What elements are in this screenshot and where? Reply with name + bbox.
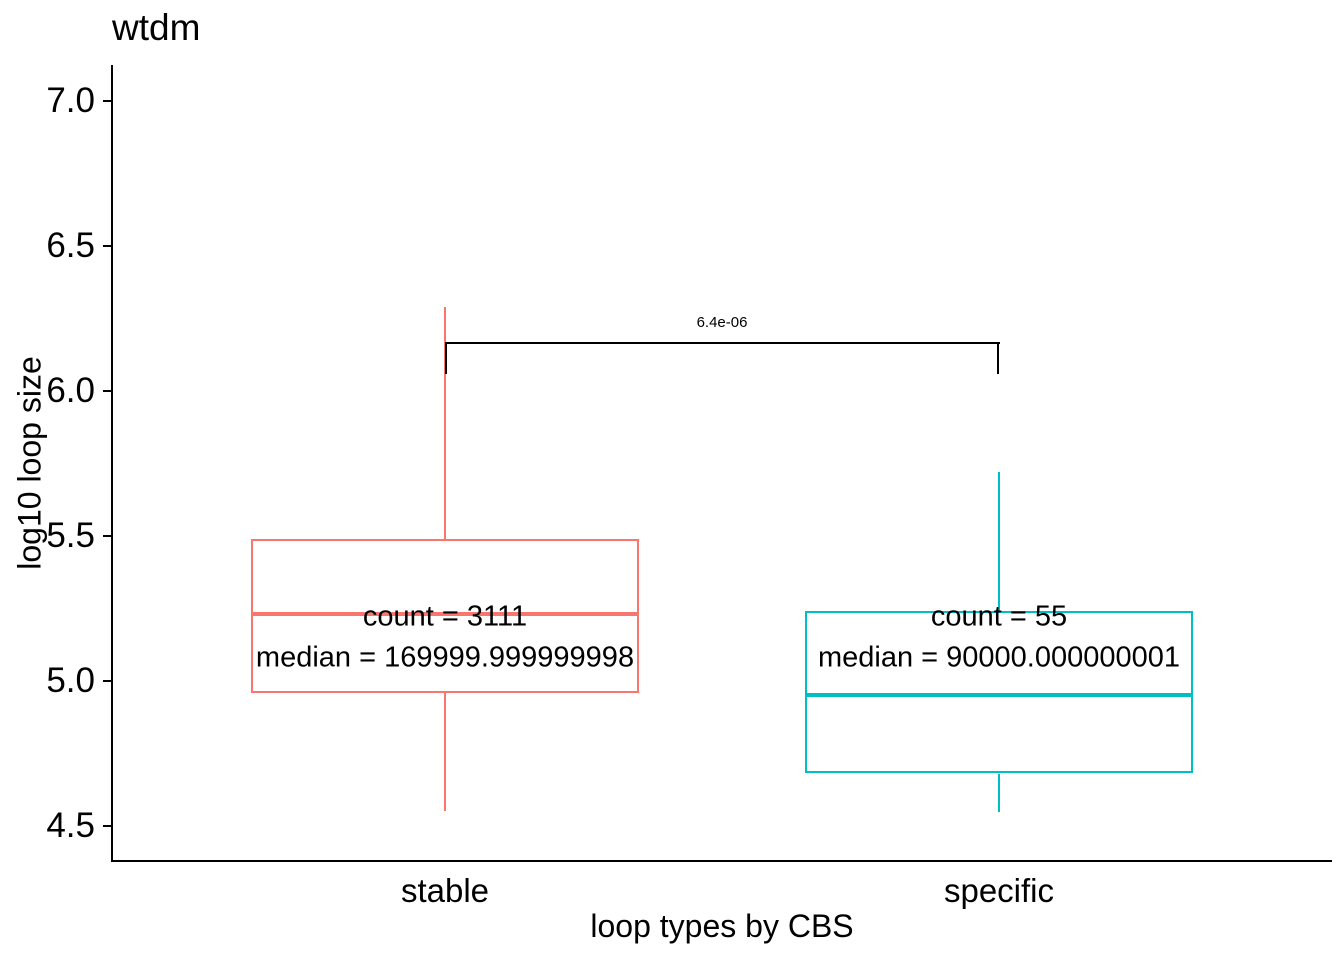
y-tick-mark <box>103 535 111 537</box>
x-axis-line <box>111 860 1332 862</box>
whisker-lower-specific <box>998 774 1000 812</box>
significance-bracket-left-tick <box>445 342 447 374</box>
y-tick-mark <box>103 390 111 392</box>
x-tick-label-stable: stable <box>400 872 490 909</box>
median-line-stable <box>251 612 639 616</box>
median-label-stable: median = 169999.999999998 <box>255 641 635 674</box>
count-label-stable: count = 3111 <box>362 600 528 633</box>
count-label-specific: count = 55 <box>930 600 1068 633</box>
whisker-lower-stable <box>444 692 446 811</box>
whisker-upper-specific <box>998 472 1000 611</box>
y-tick-label: 7.0 <box>46 81 95 120</box>
box-stable <box>251 539 639 693</box>
y-tick-mark <box>103 825 111 827</box>
y-tick-label: 6.5 <box>46 226 95 265</box>
y-tick-mark <box>103 245 111 247</box>
significance-bracket-right-tick <box>997 342 999 374</box>
y-tick-label: 5.5 <box>46 516 95 555</box>
median-label-specific: median = 90000.000000001 <box>817 641 1181 674</box>
plot-title: wtdm <box>112 7 201 48</box>
significance-bracket-bar <box>445 342 1000 344</box>
box-specific <box>805 611 1193 773</box>
y-tick-label: 4.5 <box>46 806 95 845</box>
y-tick-label: 6.0 <box>46 371 95 410</box>
y-tick-mark <box>103 100 111 102</box>
y-axis-line <box>111 65 113 862</box>
significance-label: 6.4e-06 <box>696 314 748 331</box>
y-tick-label: 5.0 <box>46 661 95 700</box>
x-axis-title: loop types by CBS <box>590 908 854 944</box>
y-tick-mark <box>103 680 111 682</box>
x-tick-label-specific: specific <box>943 872 1055 909</box>
whisker-upper-stable <box>444 307 446 539</box>
median-line-specific <box>805 693 1193 697</box>
